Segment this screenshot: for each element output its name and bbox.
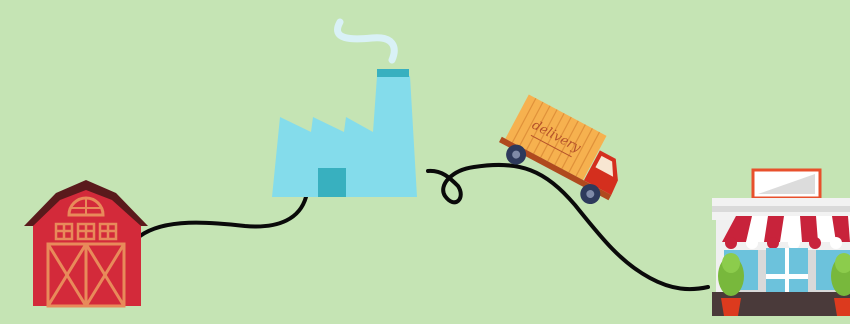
road-path: [140, 165, 708, 289]
factory-door: [318, 168, 346, 197]
barn-icon: [24, 180, 148, 306]
smoke-icon: [338, 22, 395, 60]
storefront-icon: [712, 170, 850, 316]
factory-icon: [272, 22, 417, 197]
